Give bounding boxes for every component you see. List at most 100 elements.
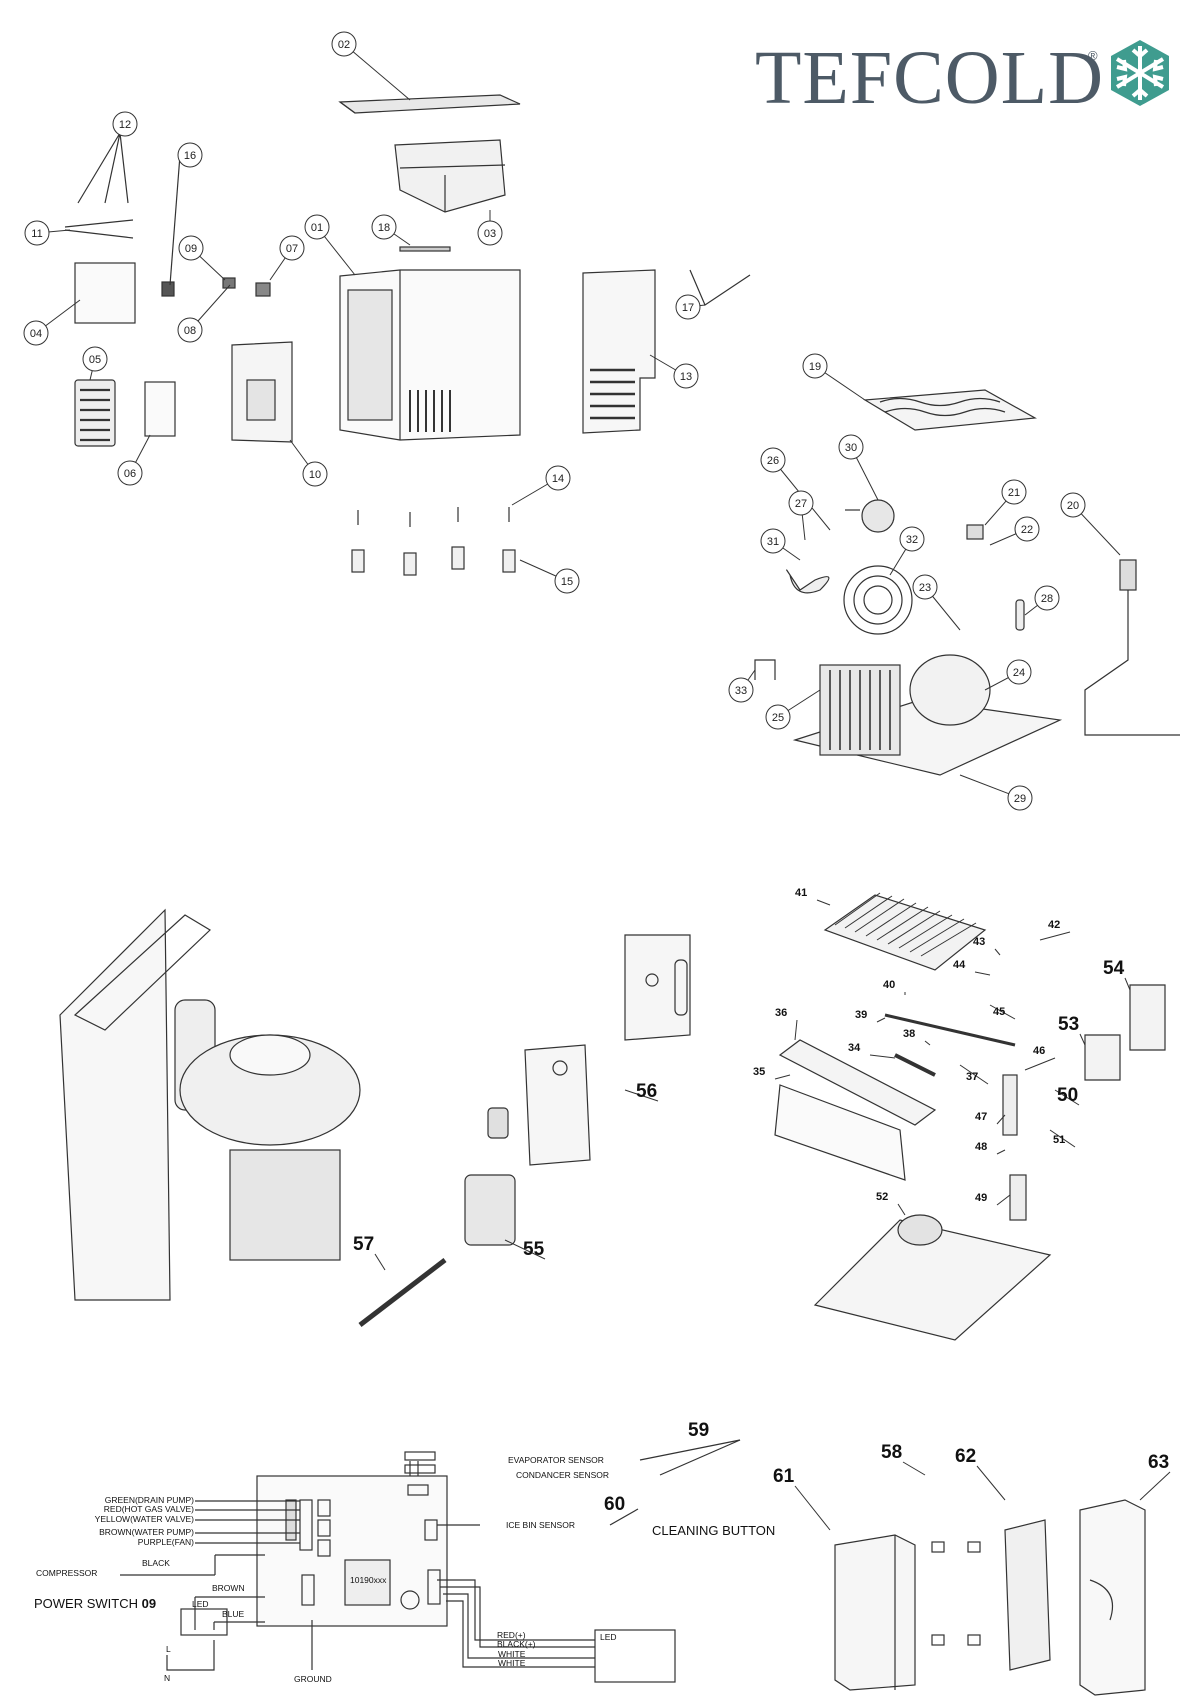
wire-label: GREEN(DRAIN PUMP) <box>105 1495 194 1505</box>
callout-14: 14 <box>545 465 571 491</box>
top-cover-part <box>338 94 521 114</box>
callout-62: 62 <box>955 1446 976 1467</box>
ctrl-box-small-part <box>1084 984 1166 1081</box>
callout-40: 40 <box>883 979 895 991</box>
svg-text:19: 19 <box>809 361 821 373</box>
valve-plate-part <box>524 1044 591 1166</box>
callout-52: 52 <box>876 1191 888 1203</box>
white-wire-label-2: WHITE <box>498 1658 526 1668</box>
compressor-label: COMPRESSOR <box>36 1568 97 1578</box>
svg-text:04: 04 <box>30 328 42 340</box>
callout-57: 57 <box>353 1234 374 1255</box>
callout-15: 15 <box>554 568 580 594</box>
callout-29: 29 <box>1007 785 1033 811</box>
cleaning-button-label: CLEANING BUTTON <box>652 1523 775 1538</box>
door-panel-part <box>231 341 293 443</box>
svg-text:33: 33 <box>735 685 747 697</box>
callout-43: 43 <box>973 936 985 948</box>
svg-text:30: 30 <box>845 442 857 454</box>
cabinet-body-part <box>339 269 521 441</box>
callout-60: 60 <box>604 1494 625 1515</box>
callout-02: 02 <box>331 31 357 57</box>
callout-08: 08 <box>177 317 203 343</box>
svg-text:18: 18 <box>378 222 390 234</box>
callout-63: 63 <box>1148 1452 1169 1473</box>
rear-panel-part <box>582 269 656 434</box>
callout-35: 35 <box>753 1066 765 1078</box>
wire-label: BROWN(WATER PUMP) <box>99 1527 194 1537</box>
svg-text:03: 03 <box>484 228 496 240</box>
callout-34: 34 <box>848 1042 861 1054</box>
ice-bin-sensor-label: ICE BIN SENSOR <box>506 1520 575 1530</box>
black-plus-wire-label: BLACK(+) <box>497 1639 536 1649</box>
svg-text:10: 10 <box>309 469 321 481</box>
control-box-part <box>394 139 506 213</box>
callout-11: 11 <box>24 220 50 246</box>
connector-part <box>161 281 175 297</box>
fan-blade-part <box>786 569 830 594</box>
bracket-plate-part <box>624 934 691 1041</box>
svg-text:23: 23 <box>919 582 931 594</box>
callout-17: 17 <box>675 294 701 320</box>
svg-text:15: 15 <box>561 576 573 588</box>
standoffs-part <box>931 1541 981 1646</box>
wire-label: PURPLE(FAN) <box>138 1537 194 1547</box>
callout-47: 47 <box>975 1111 987 1123</box>
condancer-sensor-label: CONDANCER SENSOR <box>516 1470 609 1480</box>
callout-22: 22 <box>1014 516 1040 542</box>
svg-text:21: 21 <box>1008 487 1020 499</box>
wire-label: YELLOW(WATER VALVE) <box>95 1514 195 1524</box>
callout-26: 26 <box>760 447 786 473</box>
callout-33: 33 <box>728 677 754 703</box>
svg-text:02: 02 <box>338 39 350 51</box>
callout-28: 28 <box>1034 585 1060 611</box>
water-pump-part <box>464 1174 516 1246</box>
callout-53: 53 <box>1058 1014 1079 1035</box>
callout-61: 61 <box>773 1466 795 1487</box>
callout-42: 42 <box>1048 919 1060 931</box>
blue-wire-label: BLUE <box>222 1609 245 1619</box>
wires <box>120 1439 741 1683</box>
fan-guard-part <box>843 565 913 635</box>
svg-text:25: 25 <box>772 712 784 724</box>
callout-03: 03 <box>477 220 503 246</box>
button-led-label: LED <box>600 1632 617 1642</box>
red-wire-label: RED(+) <box>497 1630 526 1640</box>
pcb-part <box>1004 1519 1051 1671</box>
control-board <box>256 1475 448 1627</box>
power-switch-number: 09 <box>142 1596 156 1611</box>
callout-54: 54 <box>1103 958 1125 979</box>
brown-wire-label: BROWN <box>212 1583 245 1593</box>
svg-text:32: 32 <box>906 534 918 546</box>
svg-text:27: 27 <box>795 498 807 510</box>
callout-27: 27 <box>788 490 814 516</box>
hinge-wire-part <box>689 269 751 306</box>
front-grille-part <box>74 379 116 447</box>
switch-part <box>255 282 271 297</box>
svg-text:13: 13 <box>680 371 692 383</box>
callout-04: 04 <box>23 320 49 346</box>
svg-text:09: 09 <box>185 243 197 255</box>
svg-text:20: 20 <box>1067 500 1079 512</box>
callout-31: 31 <box>760 528 786 554</box>
cover-part <box>1079 1499 1146 1696</box>
valve-part <box>966 524 984 540</box>
callout-45: 45 <box>993 1006 1005 1018</box>
led-label: LED <box>192 1599 209 1609</box>
n-terminal-label: N <box>164 1673 170 1683</box>
callout-59: 59 <box>688 1420 709 1441</box>
callout-18: 18 <box>371 214 397 240</box>
callout-12: 12 <box>112 111 138 137</box>
drain-part <box>1002 1074 1027 1221</box>
black-wire-label: BLACK <box>142 1558 170 1568</box>
svg-text:07: 07 <box>286 243 298 255</box>
callout-10: 10 <box>302 461 328 487</box>
callout-07: 07 <box>279 235 305 261</box>
callout-55: 55 <box>523 1239 545 1260</box>
evaporator-sensor-label: EVAPORATOR SENSOR <box>508 1455 604 1465</box>
cable-part <box>64 132 181 286</box>
callout-39: 39 <box>855 1009 867 1021</box>
condenser-base-part <box>792 664 1063 776</box>
svg-text:05: 05 <box>89 354 101 366</box>
